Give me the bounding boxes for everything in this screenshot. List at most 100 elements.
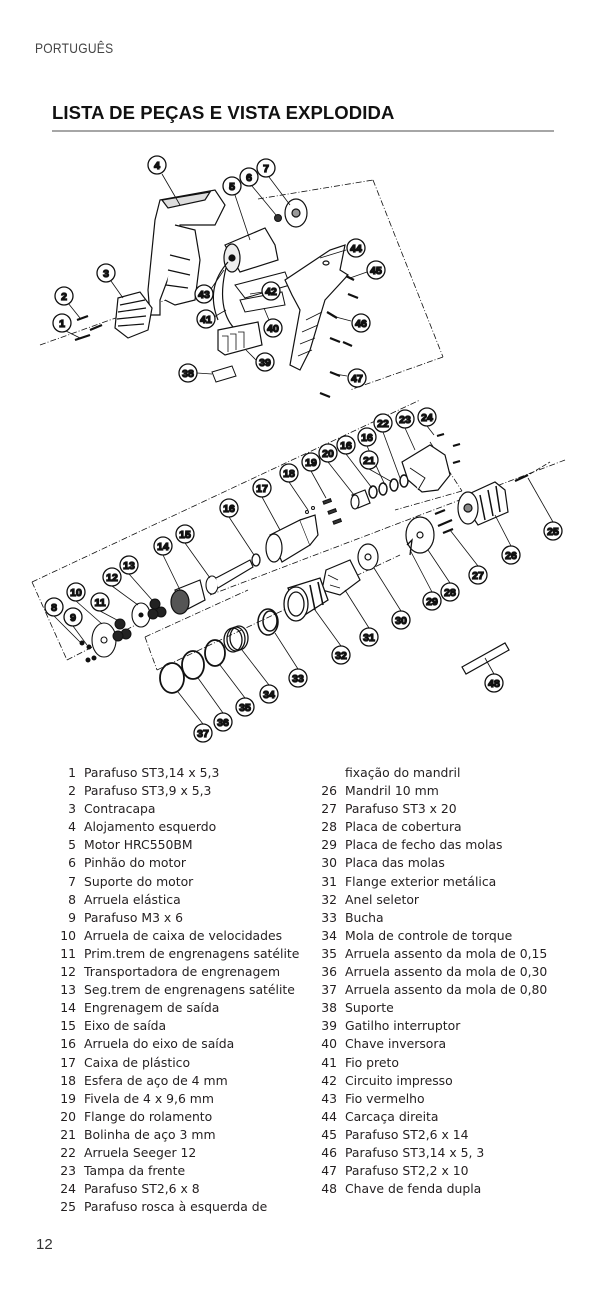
part-rings-16-21-22 xyxy=(368,474,409,499)
part-name: Gatilho interruptor xyxy=(345,1018,461,1034)
part-bearing-flange-20 xyxy=(350,489,371,510)
part-name: Contracapa xyxy=(84,801,156,817)
callout-label-36: 36 xyxy=(217,717,229,729)
callout-label-21: 21 xyxy=(363,455,375,467)
callout-37: 37 xyxy=(193,723,213,743)
part-number: 10 xyxy=(60,927,76,943)
callout-label-23: 23 xyxy=(399,414,411,426)
callout-1: 1 xyxy=(52,313,72,333)
callout-label-18: 18 xyxy=(283,468,295,480)
callout-16a: 16 xyxy=(219,498,239,518)
part-name: Parafuso M3 x 6 xyxy=(84,909,184,925)
part-carrier-12 xyxy=(131,602,151,628)
callout-28: 28 xyxy=(440,582,460,602)
part-number: 43 xyxy=(321,1090,337,1106)
callout-42: 42 xyxy=(261,281,281,301)
part-name: Parafuso ST2,6 x 8 xyxy=(84,1181,200,1197)
callout-41: 41 xyxy=(196,309,216,329)
part-number: 44 xyxy=(321,1108,337,1124)
part-outer-flange-31 xyxy=(321,559,361,596)
leader-lines xyxy=(53,173,554,725)
part-pinion xyxy=(274,214,282,222)
part-number: 22 xyxy=(60,1144,76,1160)
callout-label-29: 29 xyxy=(426,596,438,608)
callout-label-38: 38 xyxy=(182,368,194,380)
callout-label-16: 16 xyxy=(340,440,352,452)
part-plastic-case-17 xyxy=(265,514,319,563)
part-washer-10 xyxy=(91,622,117,658)
part-number: 1 xyxy=(68,765,76,780)
callout-36: 36 xyxy=(213,712,233,732)
part-name: Parafuso ST3,14 x 5, 3 xyxy=(345,1144,485,1160)
part-chuck-26 xyxy=(457,481,509,526)
callout-22: 22 xyxy=(373,413,393,433)
part-name: Parafuso ST2,2 x 10 xyxy=(345,1163,469,1179)
part-spring-plate-30 xyxy=(357,543,379,571)
part-name: Flange do rolamento xyxy=(84,1108,213,1124)
callout-4: 4 xyxy=(147,155,167,175)
language-label: PORTUGUÊS xyxy=(35,40,114,56)
callout-label-12: 12 xyxy=(106,572,118,584)
callout-label-47: 47 xyxy=(351,373,363,385)
callout-18: 18 xyxy=(279,463,299,483)
part-screw-25 xyxy=(514,474,529,482)
page-title: LISTA DE PEÇAS E VISTA EXPLODIDA xyxy=(52,102,395,123)
callout-label-39: 39 xyxy=(259,357,271,369)
part-number: 26 xyxy=(321,783,337,799)
callout-13: 13 xyxy=(119,555,139,575)
callouts: 1 2 3 4 5 6 7 8 9 10 11 12 13 14 15 16 1… xyxy=(44,155,563,743)
part-name: Parafuso ST2,6 x 14 xyxy=(345,1126,469,1142)
callout-31: 31 xyxy=(359,627,379,647)
part-name: Fio vermelho xyxy=(345,1090,425,1106)
callout-14: 14 xyxy=(153,536,173,556)
part-name: Prim.trem de engrenagens satélite xyxy=(84,945,300,961)
part-number: 45 xyxy=(321,1126,337,1142)
callout-35: 35 xyxy=(235,697,255,717)
part-spring-washers-35-37 xyxy=(159,639,226,694)
callout-label-41: 41 xyxy=(200,314,212,326)
part-number: 33 xyxy=(321,909,337,925)
part-right-housing xyxy=(284,244,349,371)
part-name: Arruela elástica xyxy=(84,891,181,907)
part-name: Pinhão do motor xyxy=(84,855,187,871)
part-left-housing xyxy=(147,189,226,316)
part-number: 24 xyxy=(60,1181,76,1197)
part-name: Placa das molas xyxy=(345,855,445,871)
part-name: Suporte do motor xyxy=(84,873,194,889)
callout-30: 30 xyxy=(391,610,411,630)
callout-label-9: 9 xyxy=(70,612,76,624)
part-number: 28 xyxy=(321,819,337,835)
part-torque-spring-34 xyxy=(223,625,249,653)
callout-label-13: 13 xyxy=(123,560,135,572)
callout-label-40: 40 xyxy=(267,323,279,335)
part-name: Placa de fecho das molas xyxy=(345,837,503,853)
part-name: Mandril 10 mm xyxy=(345,783,439,799)
part-motor-support xyxy=(284,198,308,228)
callout-46: 46 xyxy=(351,313,371,333)
part-row: 43 Fio vermelho xyxy=(313,1090,603,1108)
callout-label-43: 43 xyxy=(198,289,210,301)
callout-8: 8 xyxy=(44,597,64,617)
part-name: Arruela do eixo de saída xyxy=(84,1036,235,1052)
part-number: 35 xyxy=(321,945,337,961)
callout-label-27: 27 xyxy=(472,570,484,582)
callout-label-48: 48 xyxy=(488,678,500,690)
part-name: Fivela de 4 x 9,6 mm xyxy=(84,1090,214,1106)
part-number: 27 xyxy=(321,801,337,817)
callout-label-19: 19 xyxy=(305,457,317,469)
